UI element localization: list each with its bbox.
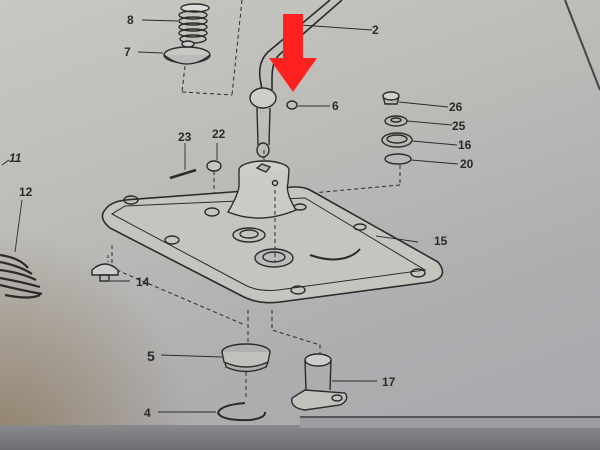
part-17-flanged-bushing: [291, 353, 377, 411]
label-part-26: 26: [449, 100, 463, 114]
label-part-25: 25: [452, 119, 466, 133]
label-part-17: 17: [382, 375, 396, 389]
label-part-8: 8: [127, 13, 134, 27]
part-25-washer: [384, 115, 453, 127]
shift-tower: [226, 150, 298, 262]
part-23-cotter-pin: [169, 143, 197, 180]
label-part-2: 2: [372, 23, 379, 37]
part-12-coil-spring: [0, 199, 43, 299]
label-part-15: 15: [434, 234, 448, 248]
part-5-bushing: [160, 343, 271, 400]
label-part-14: 14: [136, 275, 150, 289]
label-part-20: 20: [460, 157, 474, 171]
label-part-22: 22: [212, 127, 226, 141]
label-part-7: 7: [124, 45, 131, 59]
part-14-plug: [91, 255, 130, 282]
page-fold-line: [564, 0, 600, 91]
part-6-clip: [286, 100, 330, 110]
part-8-spring: [141, 3, 210, 44]
label-part-12: 12: [19, 185, 33, 199]
label-part-11: 11: [9, 151, 22, 165]
label-part-4: 4: [144, 406, 151, 420]
part-26-plug: [382, 91, 449, 108]
label-part-16: 16: [458, 138, 472, 152]
part-2-shift-lever: [249, 0, 373, 158]
part-20-oring: [289, 153, 459, 196]
red-arrow-icon: [269, 14, 317, 92]
label-part-23: 23: [178, 130, 192, 144]
part-7-seat-cup: [137, 0, 243, 96]
part-11-pointer: [1, 159, 10, 166]
part-16-seal: [381, 132, 458, 148]
part-15-cover-plate: [101, 186, 444, 304]
part-4-circlip: [158, 402, 267, 422]
page-edge-step: [300, 416, 600, 428]
label-part-6: 6: [332, 99, 339, 113]
label-part-5: 5: [147, 348, 155, 364]
page-bottom-edge: [0, 425, 600, 450]
